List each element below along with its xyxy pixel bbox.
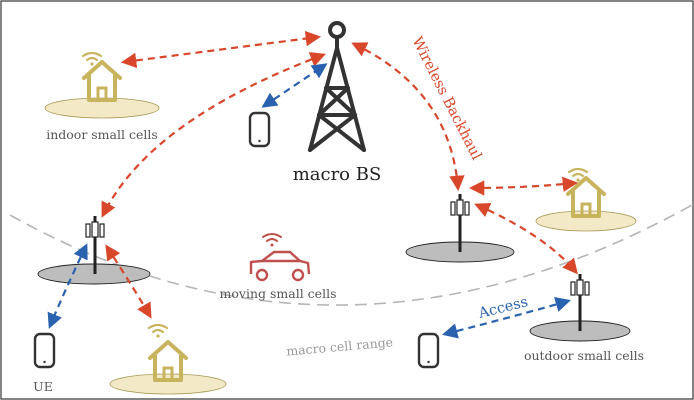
wireless-backhaul-label: Wireless Backhaul xyxy=(408,35,484,163)
macro-bs-label: macro BS xyxy=(293,164,382,185)
wifi-icon xyxy=(262,233,282,247)
backhaul-arrow-macro-center-cell xyxy=(351,42,465,192)
phone-icon xyxy=(248,111,271,148)
phone-icon xyxy=(33,332,56,369)
backhaul-arrow-macro-left-cell xyxy=(101,52,326,218)
small-cell-icon xyxy=(450,194,470,252)
outdoor-small-cells-label: outdoor small cells xyxy=(524,348,644,363)
indoor-small-cells-label: indoor small cells xyxy=(46,127,158,142)
house-icon xyxy=(82,60,122,102)
house-icon xyxy=(148,340,188,382)
access-arrow-left-cell-ue xyxy=(47,243,88,329)
small-cell-icon xyxy=(85,216,105,274)
indoor-house-disc-bottom xyxy=(109,373,227,395)
macro-cell-range-curve xyxy=(9,204,693,306)
access-arrow-right-cell-phone xyxy=(442,297,571,339)
ue-label: UE xyxy=(33,379,53,394)
backhaul-arrow-center-right-cell xyxy=(474,202,578,275)
macro-cell-range-label: macro cell range xyxy=(286,334,394,358)
moving-small-cells-label: moving small cells xyxy=(220,286,337,301)
access-arrow-macro-phone xyxy=(261,63,328,108)
small-cell-icon xyxy=(570,274,590,331)
access-label: Access xyxy=(476,294,530,322)
backhaul-arrow-macro-indoor xyxy=(120,30,322,69)
wifi-icon xyxy=(147,323,169,338)
backhaul-arrow-left-cell-house xyxy=(105,244,152,319)
wifi-icon xyxy=(81,51,103,66)
car-icon xyxy=(249,250,311,282)
backhaul-arrow-center-house xyxy=(468,176,579,196)
tower-icon xyxy=(308,21,366,152)
phone-icon xyxy=(417,332,440,369)
